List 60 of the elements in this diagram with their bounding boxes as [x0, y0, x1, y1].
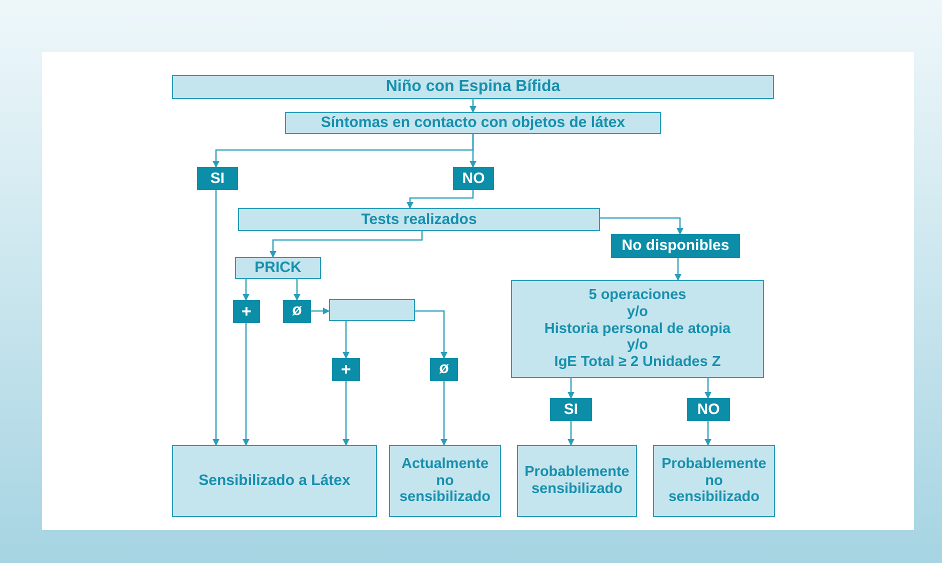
process-box — [172, 445, 377, 517]
answer-box — [453, 167, 494, 190]
process-box — [235, 257, 321, 279]
process-box — [517, 445, 637, 517]
node-text: y/o — [627, 337, 648, 354]
arrow — [704, 378, 712, 399]
node-text: IgE Total ≥ 2 Unidades Z — [554, 354, 721, 371]
answer-box — [283, 300, 311, 323]
answer-box — [233, 300, 260, 323]
process-box — [285, 112, 661, 134]
arrow — [470, 134, 476, 168]
arrow — [674, 258, 682, 281]
node-text: PRICK — [254, 259, 302, 277]
node-text: NO — [697, 400, 720, 418]
answer-box — [197, 167, 238, 190]
arrow — [342, 381, 350, 446]
node-text: y/o — [627, 304, 648, 321]
node-text: NO — [462, 170, 485, 188]
node-text: Niño con Espina Bífida — [386, 78, 560, 96]
node-text: ø — [439, 360, 449, 379]
node-text: SI — [564, 400, 578, 418]
node-text: ø — [292, 302, 302, 321]
node-text: Tests realizados — [361, 210, 477, 228]
arrow — [342, 321, 350, 359]
answer-box — [611, 234, 740, 258]
answer-box — [687, 398, 730, 421]
answer-box — [550, 398, 592, 421]
node-text: Probablemente sensibilizado — [524, 464, 630, 498]
arrow — [242, 323, 250, 446]
node-text: Sensibilizado a Látex — [198, 472, 350, 490]
answer-box — [430, 358, 458, 381]
process-box — [238, 208, 600, 231]
node-text: Historia personal de atopia — [544, 320, 731, 338]
arrow — [242, 279, 250, 301]
node-text: 5 operaciones — [588, 287, 686, 304]
arrow — [440, 381, 448, 446]
answer-box — [332, 358, 360, 381]
empty-box — [329, 299, 415, 321]
arrow — [294, 279, 300, 301]
process-box — [389, 445, 501, 517]
process-box — [653, 445, 775, 517]
arrow — [600, 217, 684, 235]
arrow — [270, 231, 423, 258]
node-text: + — [341, 360, 351, 380]
arrow — [406, 190, 474, 209]
node-text: Probablemente no sensibilizado — [660, 456, 768, 506]
arrow — [470, 99, 476, 113]
node-text: Actualmente no sensibilizado — [398, 456, 492, 506]
process-box — [172, 75, 774, 99]
arrow — [568, 378, 574, 399]
node-text: No disponibles — [622, 237, 730, 255]
node-text: + — [242, 302, 252, 322]
arrow — [704, 421, 712, 446]
process-box — [511, 280, 764, 378]
arrow — [415, 310, 448, 359]
arrow — [212, 190, 220, 446]
arrow — [311, 308, 330, 314]
node-text: SI — [210, 170, 225, 188]
arrow — [568, 421, 574, 446]
node-text: Síntomas en contacto con objetos de látex — [320, 114, 626, 132]
